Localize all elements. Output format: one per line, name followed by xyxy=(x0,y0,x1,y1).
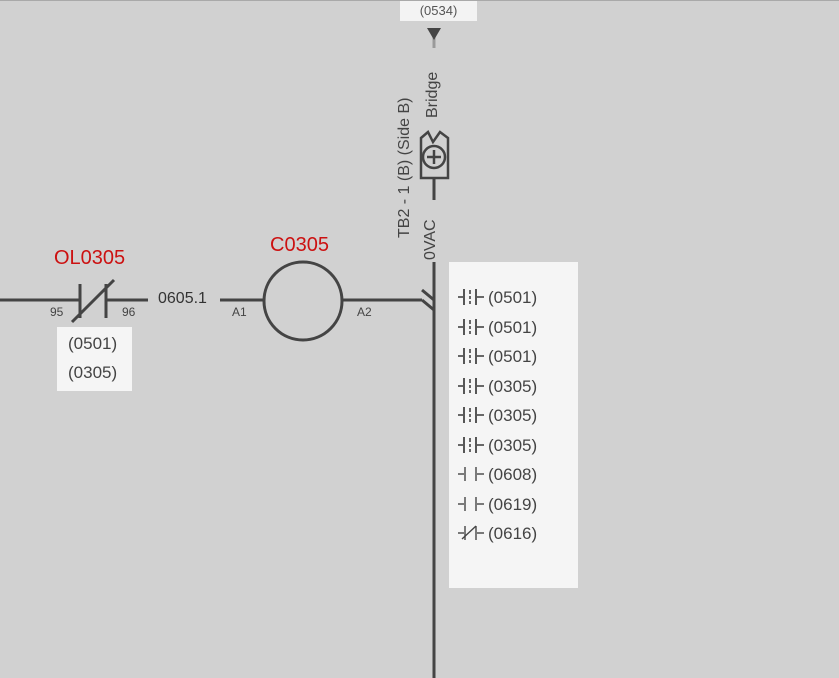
contact-xref-ref: (0305) xyxy=(488,376,538,396)
contact-xref-ref: (0501) xyxy=(488,288,538,307)
contact-xref-ref: (0501) xyxy=(488,347,538,366)
overload-xref-item[interactable]: (0501) xyxy=(68,334,118,353)
no-contact-icon xyxy=(458,318,488,338)
wire-number-label: 0605.1 xyxy=(158,290,207,307)
contact-xref-item[interactable]: (0608) xyxy=(458,465,537,485)
overload-pin-right: 96 xyxy=(122,305,136,319)
nc-contact-icon xyxy=(70,278,116,324)
overload-device-label[interactable]: OL0305 xyxy=(54,247,126,269)
branch-wire-up xyxy=(421,288,435,302)
coil-icon xyxy=(262,260,344,342)
no-contact-icon xyxy=(458,377,488,397)
no-contact-icon xyxy=(458,465,488,485)
contact-xref-ref: (0608) xyxy=(488,465,538,484)
coil-pin-left: A1 xyxy=(232,305,247,319)
contact-xref-item[interactable]: (0305) xyxy=(458,436,537,456)
no-contact-icon xyxy=(458,406,488,426)
overload-xref-item[interactable]: (0305) xyxy=(68,363,118,382)
top-border xyxy=(0,0,839,1)
coil-device-label[interactable]: C0305 xyxy=(270,234,329,256)
no-contact-icon xyxy=(458,288,488,308)
contact-xref-item[interactable]: (0619) xyxy=(458,495,537,515)
contact-xref-ref: (0501) xyxy=(488,317,538,337)
overload-xref-panel: (0501) (0305) xyxy=(57,327,132,391)
terminal-arrow-icon xyxy=(427,28,441,40)
terminal-name-label: TB2 - 1 (B) (Side B) xyxy=(396,97,413,238)
branch-wire-down xyxy=(421,298,435,312)
terminal-wire-label: 0VAC xyxy=(422,219,439,260)
contact-xref-item[interactable]: (0305) xyxy=(458,406,537,426)
terminal-bridge-icon xyxy=(419,130,450,180)
top-reference-tag[interactable]: (0534) xyxy=(400,1,477,21)
contact-xref-item[interactable]: (0501) xyxy=(458,288,537,308)
no-contact-icon xyxy=(458,495,488,515)
no-contact-icon xyxy=(458,347,488,367)
terminal-bridge-label: Bridge xyxy=(424,71,441,118)
contact-xref-item[interactable]: (0616) xyxy=(458,524,537,544)
contact-xref-ref: (0616) xyxy=(488,524,538,543)
contact-xref-ref: (0619) xyxy=(488,494,538,514)
nc-contact-small-icon xyxy=(458,524,488,544)
contact-xref-ref: (0305) xyxy=(488,406,538,425)
contact-xref-item[interactable]: (0501) xyxy=(458,318,537,338)
overload-pin-left: 95 xyxy=(50,305,64,319)
contact-xref-item[interactable]: (0501) xyxy=(458,347,537,367)
coil-pin-right: A2 xyxy=(357,305,372,319)
contact-xref-item[interactable]: (0305) xyxy=(458,377,537,397)
contact-xref-ref: (0305) xyxy=(488,435,538,455)
contact-xref-panel: (0501) (0501) (0501) (0305) (0305) (0305) (060… xyxy=(449,262,578,588)
no-contact-icon xyxy=(458,436,488,456)
top-reference-text: (0534) xyxy=(419,3,458,18)
